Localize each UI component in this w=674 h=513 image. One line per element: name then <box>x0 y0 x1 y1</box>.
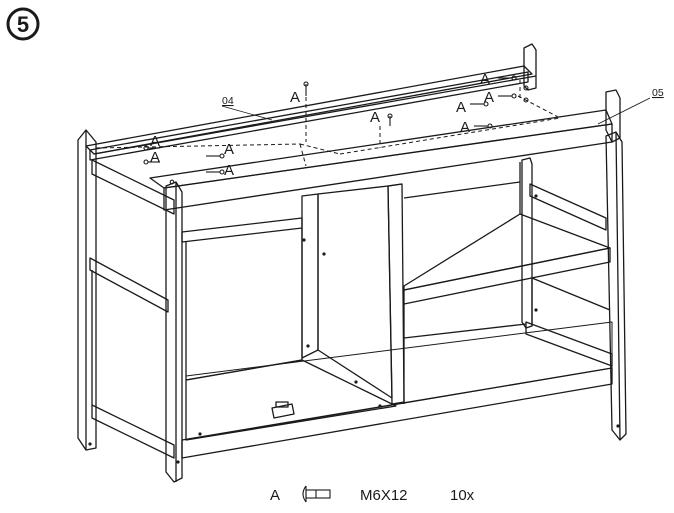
part-label-04: 04 <box>222 95 234 107</box>
callout-a-6: A <box>460 119 470 136</box>
part-04-rail <box>85 43 537 161</box>
legend-qty: 10x <box>450 487 475 504</box>
callout-a-2: A <box>370 109 380 126</box>
floor-clip <box>271 401 295 419</box>
callout-a-3: A <box>480 71 490 88</box>
screws-A <box>143 75 529 185</box>
right-upper-shelf <box>403 162 611 305</box>
front-left-leg <box>165 181 183 483</box>
back-right-leg <box>521 157 533 329</box>
legend-spec: M6X12 <box>360 487 408 504</box>
right-lower-opening <box>403 277 613 404</box>
left-side-frame <box>77 129 175 459</box>
leader-04 <box>221 105 273 121</box>
left-cabinet <box>181 217 397 441</box>
hardware-callouts: A A A A A A A A A A <box>150 71 494 179</box>
callout-a-8: A <box>150 149 160 166</box>
callout-a-9: A <box>224 141 234 158</box>
screw-icon <box>302 485 331 503</box>
callout-a-5: A <box>456 99 466 116</box>
callout-a-10: A <box>224 162 234 179</box>
callout-a-4: A <box>484 89 494 106</box>
hidden-edges <box>95 80 561 167</box>
callout-a-7: A <box>150 133 160 150</box>
callout-a-1: A <box>290 89 300 106</box>
step-number: 5 <box>17 12 29 37</box>
leader-05 <box>597 97 651 125</box>
part-label-05: 05 <box>652 87 664 99</box>
step-badge: 5 <box>6 7 40 41</box>
hardware-legend: A M6X12 10x <box>270 485 475 504</box>
legend-letter: A <box>270 487 280 504</box>
center-divider <box>301 183 405 405</box>
hole-markers <box>88 194 620 464</box>
front-right-leg <box>605 131 627 441</box>
